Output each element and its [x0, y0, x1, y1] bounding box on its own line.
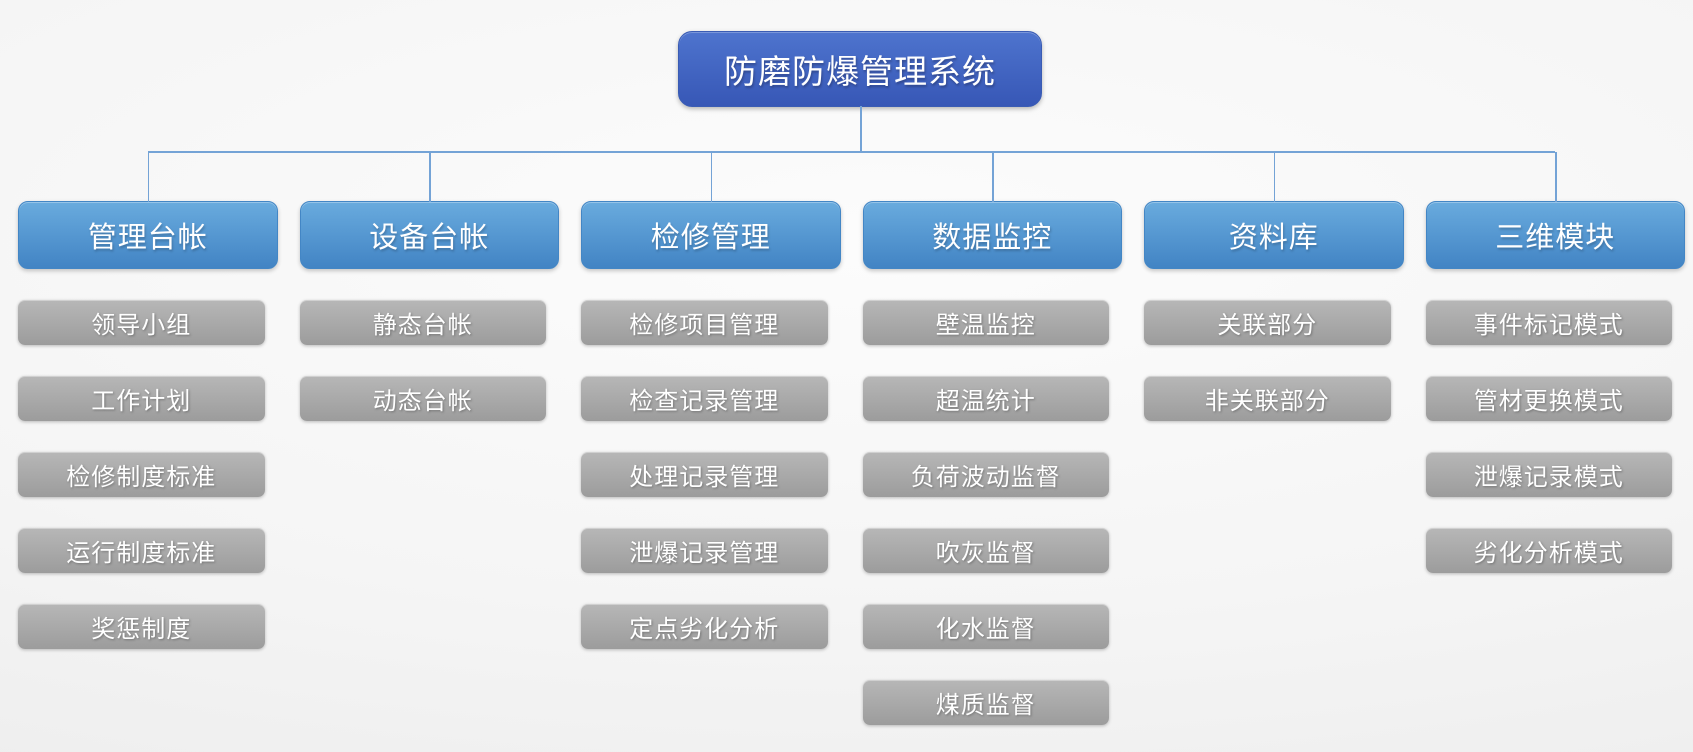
sub-node: 运行制度标准: [18, 528, 265, 573]
sub-node: 奖惩制度: [18, 604, 265, 649]
sub-node: 处理记录管理: [581, 452, 828, 497]
sub-node: 泄爆记录管理: [581, 528, 828, 573]
sub-node: 负荷波动监督: [862, 452, 1110, 497]
branch-column-data-library: 资料库关联部分非关联部分: [1144, 152, 1404, 725]
sub-node: 关联部分: [1144, 300, 1391, 345]
connector-root-drop: [860, 106, 862, 152]
branch-column-equipment-ledger: 设备台帐静态台帐动态台帐: [299, 152, 559, 725]
sub-node: 领导小组: [18, 300, 265, 345]
sub-node: 动态台帐: [299, 376, 547, 421]
sub-node: 非关联部分: [1144, 376, 1391, 421]
sub-node: 检查记录管理: [581, 376, 828, 421]
branch-node-equipment-ledger: 设备台帐: [299, 152, 559, 269]
branch-node-overhaul-management: 检修管理: [581, 152, 841, 269]
sub-node: 吹灰监督: [862, 528, 1110, 573]
branch-node-data-library: 资料库: [1144, 152, 1404, 269]
sub-node: 检修项目管理: [581, 300, 828, 345]
sub-node: 工作计划: [18, 376, 265, 421]
branch-column-three-d-module: 三维模块事件标记模式管材更换模式泄爆记录模式劣化分析模式: [1425, 152, 1685, 725]
sub-node: 检修制度标准: [18, 452, 265, 497]
branch-column-data-monitoring: 数据监控壁温监控超温统计负荷波动监督吹灰监督化水监督煤质监督: [862, 152, 1122, 725]
branch-column-overhaul-management: 检修管理检修项目管理检查记录管理处理记录管理泄爆记录管理定点劣化分析: [581, 152, 841, 725]
sub-node: 劣化分析模式: [1425, 528, 1673, 573]
branch-node-management-ledger: 管理台帐: [18, 152, 278, 269]
sub-node: 壁温监控: [862, 300, 1110, 345]
sub-node: 事件标记模式: [1425, 300, 1673, 345]
branch-node-data-monitoring: 数据监控: [862, 152, 1122, 269]
branch-columns: 管理台帐领导小组工作计划检修制度标准运行制度标准奖惩制度设备台帐静态台帐动态台帐…: [18, 152, 1685, 725]
sub-node: 定点劣化分析: [581, 604, 828, 649]
branch-node-three-d-module: 三维模块: [1425, 152, 1685, 269]
connector-rail: [147, 151, 1556, 153]
sub-node: 化水监督: [862, 604, 1110, 649]
sub-node: 超温统计: [862, 376, 1110, 421]
sub-node: 静态台帐: [299, 300, 547, 345]
sub-node: 煤质监督: [862, 680, 1110, 725]
root-node-label: 防磨防爆管理系统: [724, 53, 996, 90]
root-node: 防磨防爆管理系统: [678, 31, 1042, 107]
sub-node: 管材更换模式: [1425, 376, 1673, 421]
branch-column-management-ledger: 管理台帐领导小组工作计划检修制度标准运行制度标准奖惩制度: [18, 152, 278, 725]
sub-node: 泄爆记录模式: [1425, 452, 1673, 497]
